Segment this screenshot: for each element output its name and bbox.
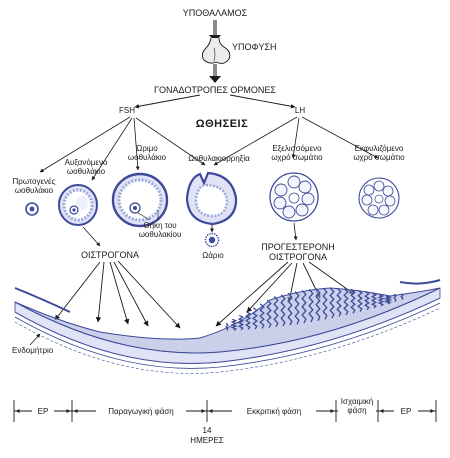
estrogen-label: ΟΙΣΤΡΟΓΟΝΑ bbox=[80, 250, 140, 260]
fsh-arrows bbox=[39, 116, 206, 181]
pituitary-label: ΥΠΟΦΥΣΗ bbox=[232, 42, 277, 52]
stimuli-label: ΩΘΗΣΕΙΣ bbox=[195, 118, 249, 130]
gonadotropin-branches bbox=[134, 94, 296, 109]
progesterone-arrows bbox=[215, 261, 355, 327]
pituitary-gland-icon bbox=[201, 37, 231, 64]
timeline-days-label: ΗΜΕΡΕΣ bbox=[190, 436, 224, 445]
hypothalamus-label: ΥΠΟΘΑΛΑΜΟΣ bbox=[182, 8, 248, 18]
endometrial-gland bbox=[336, 287, 342, 317]
endometrial-gland bbox=[287, 292, 293, 326]
endometrial-gland bbox=[294, 291, 300, 325]
mature-follicle-icon bbox=[111, 172, 169, 228]
endometrial-gland bbox=[377, 293, 385, 307]
endometrium-band bbox=[14, 279, 441, 374]
lh-label: LH bbox=[294, 106, 306, 115]
endometrial-gland bbox=[343, 288, 349, 316]
endometrial-gland bbox=[280, 294, 286, 327]
endometrial-gland bbox=[308, 288, 314, 323]
regressing-corpus-luteum-icon bbox=[358, 177, 400, 219]
pituitary-arrow bbox=[209, 64, 221, 83]
timeline-proliferative: Παραγωγική φάση bbox=[108, 407, 174, 416]
endometrial-gland bbox=[400, 293, 404, 300]
ovulation-label: Ωοθυλακιορρηξία bbox=[188, 154, 250, 163]
timeline-day-14: 14 bbox=[202, 426, 212, 435]
endometrial-gland bbox=[259, 303, 265, 329]
timeline-ep-start: ΕΡ bbox=[37, 407, 49, 416]
primordial-follicle-icon bbox=[25, 202, 39, 216]
endometrial-gland bbox=[329, 287, 335, 319]
endometrial-gland bbox=[322, 287, 328, 320]
endometrial-gland bbox=[363, 290, 371, 311]
endometrial-gland bbox=[357, 289, 363, 312]
endometrial-gland bbox=[383, 295, 393, 305]
endometrial-gland bbox=[230, 318, 238, 331]
endometrial-gland bbox=[393, 293, 397, 302]
endometrial-gland bbox=[266, 299, 272, 328]
endometrial-gland bbox=[244, 311, 252, 330]
endometrium-pointer bbox=[29, 333, 41, 346]
endometrium-label: Ενδομήτριο bbox=[12, 346, 54, 355]
developing-corpus-luteum-icon bbox=[269, 172, 319, 222]
endometrial-gland bbox=[301, 290, 307, 324]
endometrial-gland bbox=[252, 307, 258, 330]
timeline-secretory: Εκκριτική φάση bbox=[246, 407, 302, 416]
endometrial-gland bbox=[273, 296, 279, 328]
gonadotropins-label: ΓΟΝΑΔΟΤΡΟΠΕΣ ΟΡΜΟΝΕΣ bbox=[154, 85, 276, 95]
estrogen-source-lines bbox=[82, 226, 101, 247]
estrogen-arrows bbox=[54, 260, 181, 329]
lh-arrows bbox=[213, 116, 379, 166]
growing-follicle-icon bbox=[58, 184, 98, 226]
endometrial-gland bbox=[315, 288, 321, 321]
endometrial-gland bbox=[237, 314, 245, 331]
endometrial-gland bbox=[225, 322, 229, 331]
ovum-label: Ωάριο bbox=[202, 251, 224, 260]
fsh-label: FSH bbox=[119, 106, 135, 115]
progesterone-source-lines bbox=[293, 222, 298, 241]
ovulating-follicle-icon bbox=[185, 171, 238, 226]
theca-pointers bbox=[137, 210, 159, 221]
endometrial-gland bbox=[350, 288, 356, 314]
endometrial-gland bbox=[370, 292, 378, 309]
timeline-label-bg bbox=[32, 396, 418, 420]
ovum-icon bbox=[204, 225, 220, 248]
timeline-ep-end: ΕΡ bbox=[400, 407, 412, 416]
